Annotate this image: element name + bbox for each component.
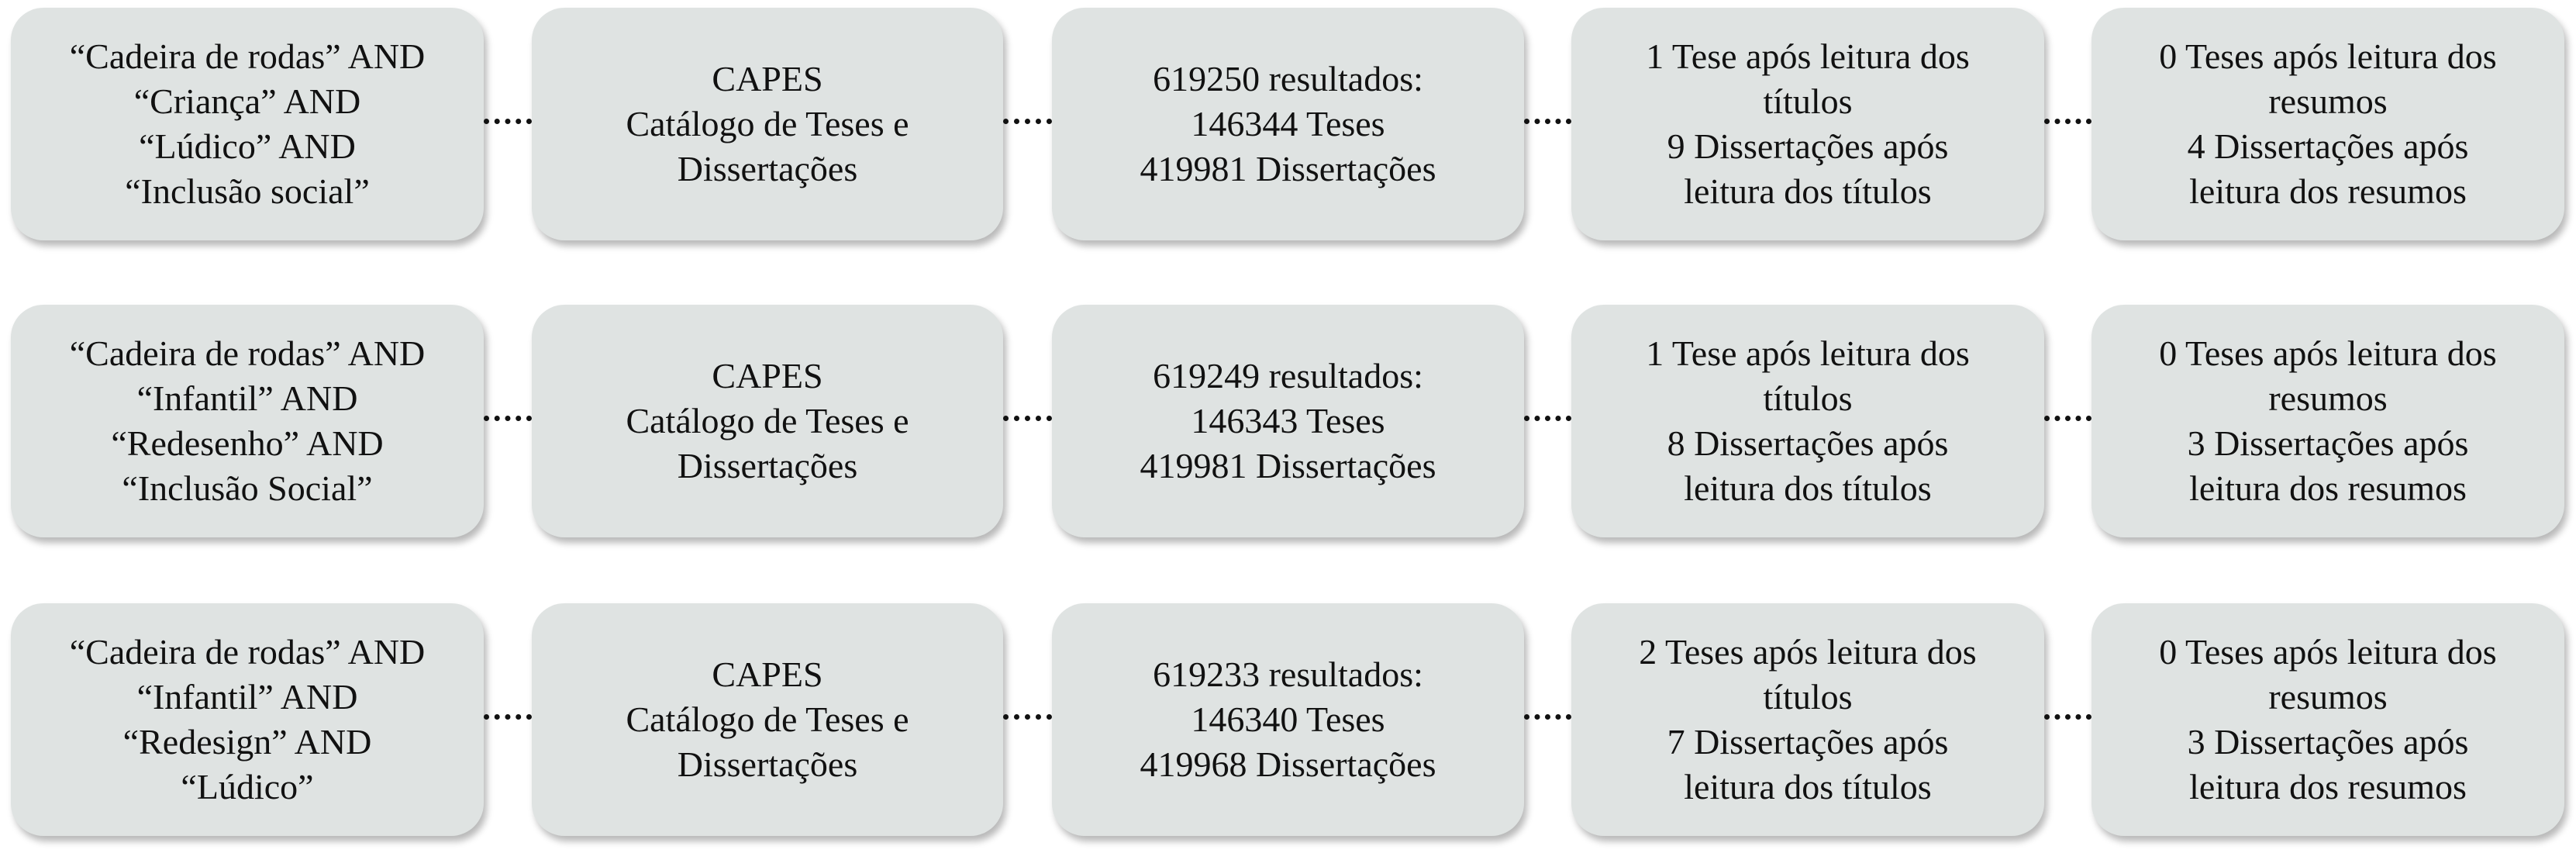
title-screening-line: 9 Dissertações após [1667, 126, 1949, 166]
query-line: “Cadeira de rodas” AND [69, 36, 426, 76]
title-screening-line: títulos [1763, 378, 1853, 418]
database-line: Dissertações [677, 149, 858, 188]
query-line: “Redesenho” AND [111, 423, 384, 463]
results-line: 419981 Dissertações [1140, 149, 1436, 188]
dotted-connector [1003, 714, 1052, 720]
title-screening-line: títulos [1763, 677, 1853, 717]
search-query-box: “Cadeira de rodas” AND “Infantil” AND “R… [11, 603, 484, 836]
dotted-connector [1524, 119, 1571, 124]
abstract-screening-line: 0 Teses após leitura dos [2159, 36, 2497, 76]
query-line: “Redesign” AND [122, 722, 372, 761]
query-line: “Inclusão Social” [122, 468, 373, 508]
search-query-box: “Cadeira de rodas” AND “Infantil” AND “R… [11, 305, 484, 537]
query-line: “Infantil” AND [136, 378, 358, 418]
title-screening-line: leitura dos títulos [1684, 468, 1932, 508]
results-line: 619233 resultados: [1153, 654, 1423, 694]
title-screening-line: 7 Dissertações após [1667, 722, 1949, 761]
flow-row-1: “Cadeira de rodas” AND “Criança” AND “Lú… [0, 8, 2576, 240]
title-screening-box: 1 Tese após leitura dos títulos 9 Disser… [1571, 8, 2044, 240]
abstract-screening-line: leitura dos resumos [2189, 468, 2467, 508]
title-screening-line: 8 Dissertações após [1667, 423, 1949, 463]
database-line: Dissertações [677, 744, 858, 784]
title-screening-line: títulos [1763, 81, 1853, 121]
abstract-screening-box: 0 Teses após leitura dos resumos 3 Disse… [2091, 603, 2564, 836]
abstract-screening-line: leitura dos resumos [2189, 171, 2467, 211]
abstract-screening-line: leitura dos resumos [2189, 767, 2467, 806]
query-line: “Cadeira de rodas” AND [69, 632, 426, 672]
database-line: Dissertações [677, 446, 858, 485]
abstract-screening-box: 0 Teses após leitura dos resumos 4 Disse… [2091, 8, 2564, 240]
results-line: 419981 Dissertações [1140, 446, 1436, 485]
abstract-screening-line: resumos [2268, 81, 2388, 121]
query-line: “Criança” AND [133, 81, 361, 121]
title-screening-box: 2 Teses após leitura dos títulos 7 Disse… [1571, 603, 2044, 836]
title-screening-line: 1 Tese após leitura dos [1646, 333, 1970, 373]
database-box: CAPES Catálogo de Teses e Dissertações [532, 305, 1003, 537]
results-line: 619249 resultados: [1153, 356, 1423, 395]
results-box: 619233 resultados: 146340 Teses 419968 D… [1052, 603, 1524, 836]
title-screening-line: 1 Tese após leitura dos [1646, 36, 1970, 76]
dotted-connector [1524, 416, 1571, 421]
title-screening-line: 2 Teses após leitura dos [1639, 632, 1977, 672]
title-screening-box: 1 Tese após leitura dos títulos 8 Disser… [1571, 305, 2044, 537]
abstract-screening-line: 3 Dissertações após [2187, 722, 2469, 761]
database-line: CAPES [712, 356, 823, 395]
results-box: 619250 resultados: 146344 Teses 419981 D… [1052, 8, 1524, 240]
abstract-screening-line: 3 Dissertações após [2187, 423, 2469, 463]
search-query-box: “Cadeira de rodas” AND “Criança” AND “Lú… [11, 8, 484, 240]
database-line: Catálogo de Teses e [626, 699, 909, 739]
flow-row-3: “Cadeira de rodas” AND “Infantil” AND “R… [0, 603, 2576, 836]
results-line: 419968 Dissertações [1140, 744, 1436, 784]
dotted-connector [484, 119, 532, 124]
abstract-screening-line: resumos [2268, 677, 2388, 717]
abstract-screening-box: 0 Teses após leitura dos resumos 3 Disse… [2091, 305, 2564, 537]
dotted-connector [484, 416, 532, 421]
flow-row-2: “Cadeira de rodas” AND “Infantil” AND “R… [0, 305, 2576, 537]
results-line: 619250 resultados: [1153, 59, 1423, 98]
results-box: 619249 resultados: 146343 Teses 419981 D… [1052, 305, 1524, 537]
dotted-connector [2044, 714, 2091, 720]
dotted-connector [1003, 119, 1052, 124]
query-line: “Cadeira de rodas” AND [69, 333, 426, 373]
abstract-screening-line: resumos [2268, 378, 2388, 418]
results-line: 146340 Teses [1191, 699, 1385, 739]
database-line: CAPES [712, 654, 823, 694]
database-line: CAPES [712, 59, 823, 98]
results-line: 146344 Teses [1191, 104, 1385, 143]
database-line: Catálogo de Teses e [626, 104, 909, 143]
database-box: CAPES Catálogo de Teses e Dissertações [532, 8, 1003, 240]
abstract-screening-line: 0 Teses após leitura dos [2159, 632, 2497, 672]
abstract-screening-line: 4 Dissertações após [2187, 126, 2469, 166]
title-screening-line: leitura dos títulos [1684, 171, 1932, 211]
query-line: “Lúdico” [181, 767, 314, 806]
database-box: CAPES Catálogo de Teses e Dissertações [532, 603, 1003, 836]
results-line: 146343 Teses [1191, 401, 1385, 440]
query-line: “Infantil” AND [136, 677, 358, 717]
dotted-connector [2044, 119, 2091, 124]
dotted-connector [1524, 714, 1571, 720]
query-line: “Lúdico” AND [139, 126, 356, 166]
title-screening-line: leitura dos títulos [1684, 767, 1932, 806]
dotted-connector [484, 714, 532, 720]
dotted-connector [2044, 416, 2091, 421]
database-line: Catálogo de Teses e [626, 401, 909, 440]
dotted-connector [1003, 416, 1052, 421]
abstract-screening-line: 0 Teses após leitura dos [2159, 333, 2497, 373]
query-line: “Inclusão social” [125, 171, 370, 211]
